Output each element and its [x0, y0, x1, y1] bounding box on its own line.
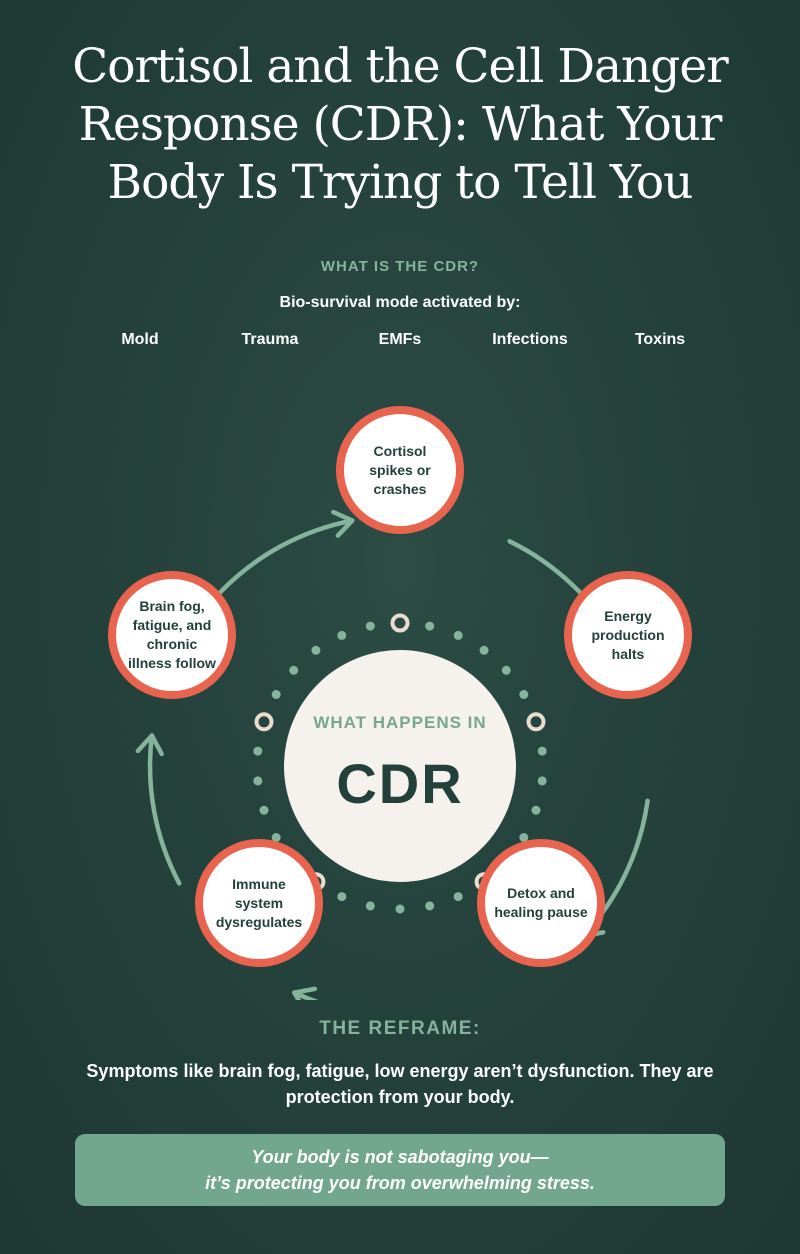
ring-dot — [537, 746, 547, 756]
step-cortisol-label: Cortisol spikes or crashes — [369, 442, 431, 497]
ring-marker — [390, 613, 410, 633]
cycle-arc — [292, 990, 319, 1000]
ring-marker — [526, 712, 546, 732]
ring-dot — [453, 630, 463, 640]
trigger-list: Mold Trauma EMFs Infections Toxins — [0, 331, 800, 353]
ring-dot — [501, 665, 511, 675]
ring-dot — [337, 892, 347, 902]
step-cortisol: Cortisol spikes or crashes — [336, 406, 464, 534]
cycle-arc — [217, 518, 355, 595]
ring-dot — [537, 776, 547, 786]
what-is-cdr-heading: WHAT IS THE CDR? — [320, 258, 480, 275]
callout-box: Your body is not sabotaging you— it’s pr… — [75, 1134, 725, 1206]
trigger-mold: Mold — [121, 331, 159, 348]
ring-dot — [425, 901, 435, 911]
step-energy: Energy production halts — [564, 571, 692, 699]
ring-dot — [289, 665, 299, 675]
reframe-heading: THE REFRAME: — [319, 1018, 481, 1039]
ring-dot — [531, 805, 541, 815]
arrow-head — [135, 733, 164, 757]
ring-dot — [253, 746, 263, 756]
trigger-toxins: Toxins — [634, 331, 686, 348]
ring-dot — [271, 833, 281, 842]
step-detox: Detox and healing pause — [477, 839, 605, 967]
ring-marker — [254, 712, 274, 732]
cycle-ring — [135, 509, 650, 1000]
ring-dot — [271, 690, 281, 699]
ring-dot — [519, 690, 529, 699]
ring-dot — [311, 645, 321, 655]
ring-dot — [425, 621, 435, 631]
ring-dot — [479, 645, 489, 655]
arrow-head — [331, 509, 355, 538]
step-detox-label: Detox and healing pause — [494, 885, 588, 920]
arrow-head — [292, 986, 318, 1000]
ring-dot — [365, 901, 375, 911]
center-subtitle: WHAT HAPPENS IN — [313, 713, 487, 732]
step-energy-label: Energy production halts — [591, 607, 665, 662]
ring-dot — [259, 805, 269, 815]
step-immune-label: Immune system dysregulates — [215, 875, 303, 930]
trigger-infections: Infections — [492, 331, 568, 348]
ring-dot — [337, 630, 347, 640]
callout-text: Your body is not sabotaging you— it’s pr… — [205, 1147, 595, 1193]
center-title: CDR — [336, 752, 464, 815]
step-brain-fog-label: Brain fog, fatigue, and chronic illness … — [128, 598, 216, 671]
dot-ring — [253, 613, 547, 914]
center-circle: WHAT HAPPENS IN CDR — [284, 650, 516, 882]
cdr-cycle-diagram: WHAT HAPPENS IN CDR Cortisol spikes or c… — [0, 380, 800, 1000]
ring-dot — [253, 776, 263, 786]
trigger-emfs: EMFs — [378, 331, 422, 348]
ring-dot — [395, 904, 405, 914]
trigger-trauma: Trauma — [241, 331, 299, 348]
bio-survival-subhead: Bio-survival mode activated by: — [279, 294, 521, 311]
step-immune: Immune system dysregulates — [195, 839, 323, 967]
step-brain-fog: Brain fog, fatigue, and chronic illness … — [108, 571, 236, 699]
page-title: Cortisol and the Cell Danger Response (C… — [72, 39, 728, 210]
ring-dot — [365, 621, 375, 631]
ring-dot — [453, 892, 463, 902]
cycle-arc — [147, 733, 182, 886]
reframe-text: Symptoms like brain fog, fatigue, low en… — [86, 1061, 714, 1107]
